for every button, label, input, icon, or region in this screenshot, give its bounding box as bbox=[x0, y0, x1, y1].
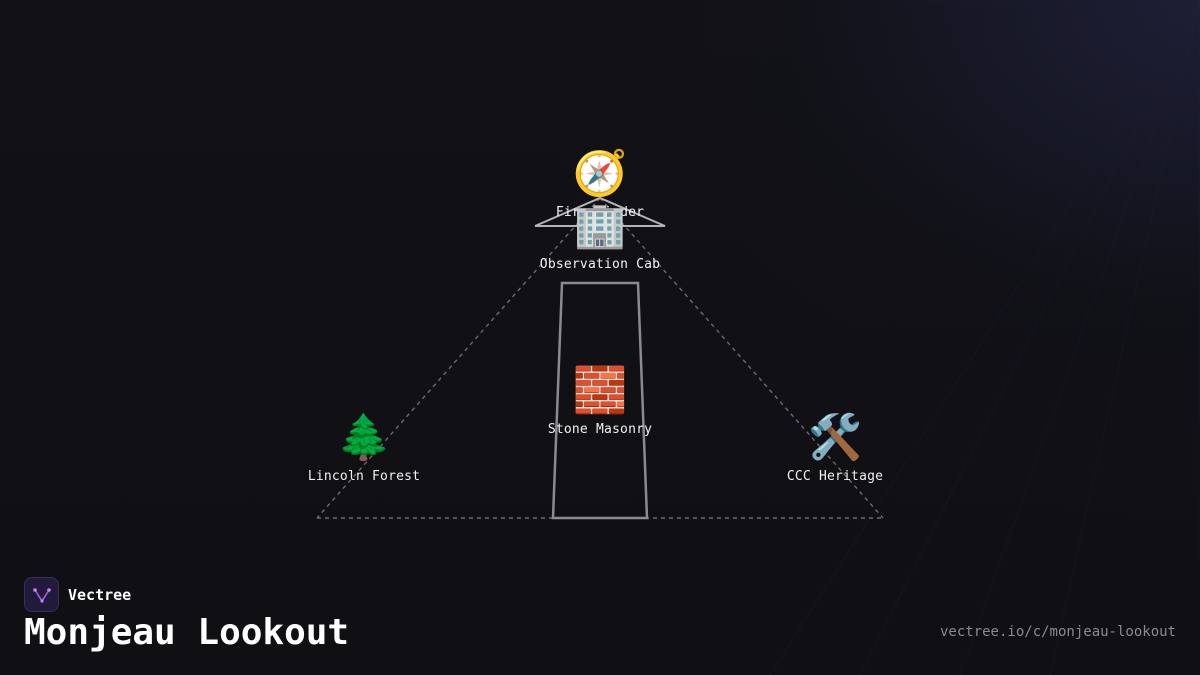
building-icon: 🏢 bbox=[572, 200, 628, 251]
compass-icon: 🧭 bbox=[572, 148, 628, 199]
observation-cab-label: Observation Cab bbox=[539, 257, 661, 272]
dashed-edge-right bbox=[599, 197, 884, 519]
evergreen-tree-icon: 🌲 bbox=[336, 412, 392, 463]
tower-roof bbox=[534, 196, 666, 227]
node-lincoln-forest: 🌲 Lincoln Forest bbox=[307, 412, 421, 485]
dashed-edge-left bbox=[316, 197, 601, 519]
node-fire-finder: 🧭 Fire Finder bbox=[555, 148, 645, 221]
ccc-heritage-label: CCC Heritage bbox=[786, 469, 884, 484]
stone-masonry-label: Stone Masonry bbox=[547, 422, 653, 437]
hammer-wrench-icon: 🛠️ bbox=[807, 412, 863, 463]
brand[interactable]: Vectree bbox=[24, 577, 131, 612]
brand-name: Vectree bbox=[68, 585, 132, 604]
brick-icon: 🧱 bbox=[572, 365, 628, 416]
node-ccc-heritage: 🛠️ CCC Heritage bbox=[786, 412, 884, 485]
page-url[interactable]: vectree.io/c/monjeau-lookout bbox=[939, 624, 1176, 640]
vectree-logo-icon bbox=[24, 577, 59, 612]
tower-body bbox=[551, 281, 649, 520]
node-observation-cab: 🏢 Observation Cab bbox=[539, 200, 661, 273]
fire-finder-label: Fire Finder bbox=[555, 205, 645, 220]
page-title: Monjeau Lookout bbox=[24, 612, 350, 653]
node-stone-masonry: 🧱 Stone Masonry bbox=[547, 365, 653, 438]
lincoln-forest-label: Lincoln Forest bbox=[307, 469, 421, 484]
